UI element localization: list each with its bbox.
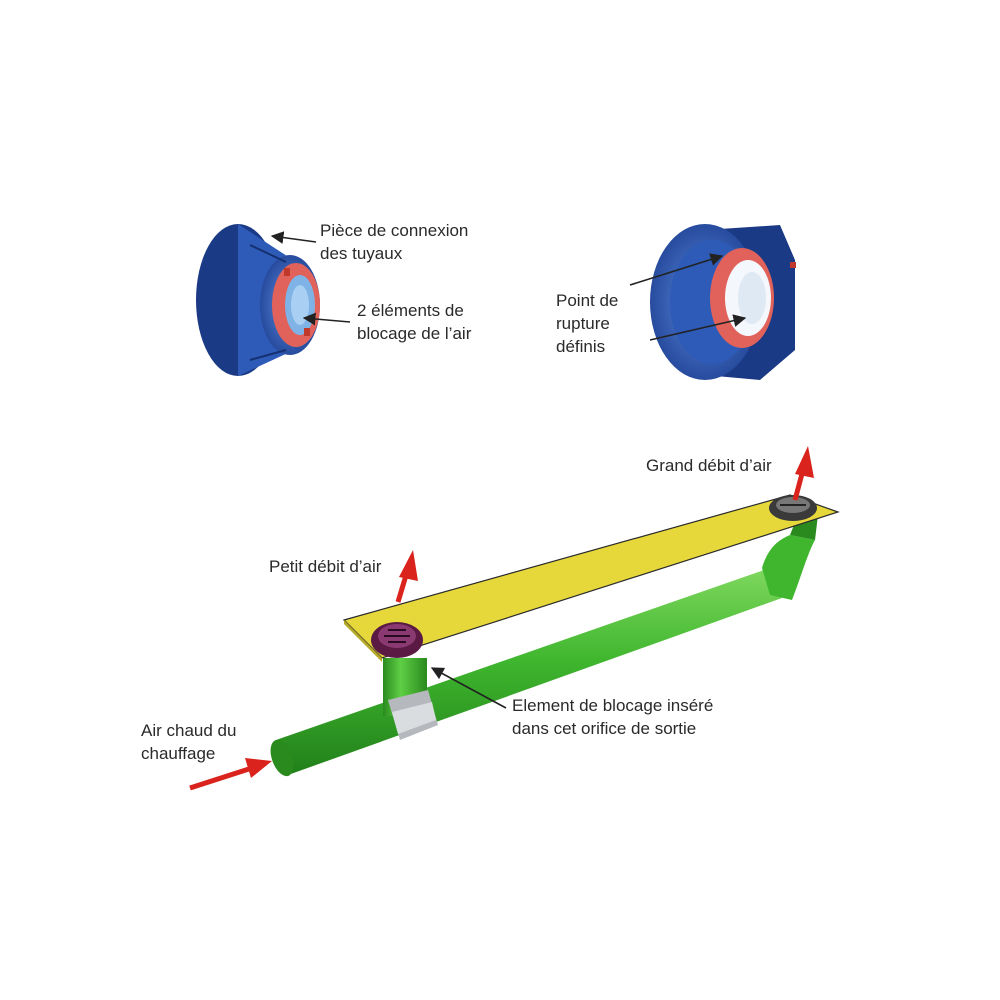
label-heating-air-line-2: chauffage [141, 744, 216, 763]
label-high-airflow: Grand débit d’air [646, 456, 772, 475]
label-blocking-elements: 2 éléments de blocage de l’air [357, 299, 471, 345]
label-inserted-element-line-2: dans cet orifice de sortie [512, 719, 697, 738]
leader-lines [270, 231, 747, 709]
label-inserted-element: Element de blocage inséré dans cet orifi… [512, 694, 713, 740]
label-rupture-point: Point de rupture définis [556, 289, 618, 358]
floor-plate [342, 494, 840, 662]
label-rupture-point-line-1: Point de [556, 291, 619, 310]
label-connector-piece-line-1: Pièce de connexion [320, 221, 469, 240]
label-heating-air: Air chaud du chauffage [141, 719, 236, 765]
pipe-connector-right [650, 224, 796, 380]
label-connector-piece: Pièce de connexion des tuyaux [320, 219, 468, 265]
outlet-grille-left [371, 622, 423, 658]
airflow-arrow-heating [189, 758, 272, 791]
airflow-arrow-low [395, 550, 418, 603]
pipe-connector-left [196, 224, 320, 376]
label-inserted-element-line-1: Element de blocage inséré [512, 696, 714, 715]
label-blocking-elements-line-2: blocage de l’air [357, 324, 472, 343]
label-rupture-point-line-3: définis [556, 337, 606, 356]
airflow-arrow-high [792, 446, 814, 501]
label-low-airflow: Petit débit d’air [269, 557, 382, 576]
label-rupture-point-line-2: rupture [556, 314, 610, 333]
label-heating-air-line-1: Air chaud du [141, 721, 237, 740]
label-blocking-elements-line-1: 2 éléments de [357, 301, 464, 320]
outlet-grille-right [769, 495, 817, 521]
label-connector-piece-line-2: des tuyaux [320, 244, 403, 263]
